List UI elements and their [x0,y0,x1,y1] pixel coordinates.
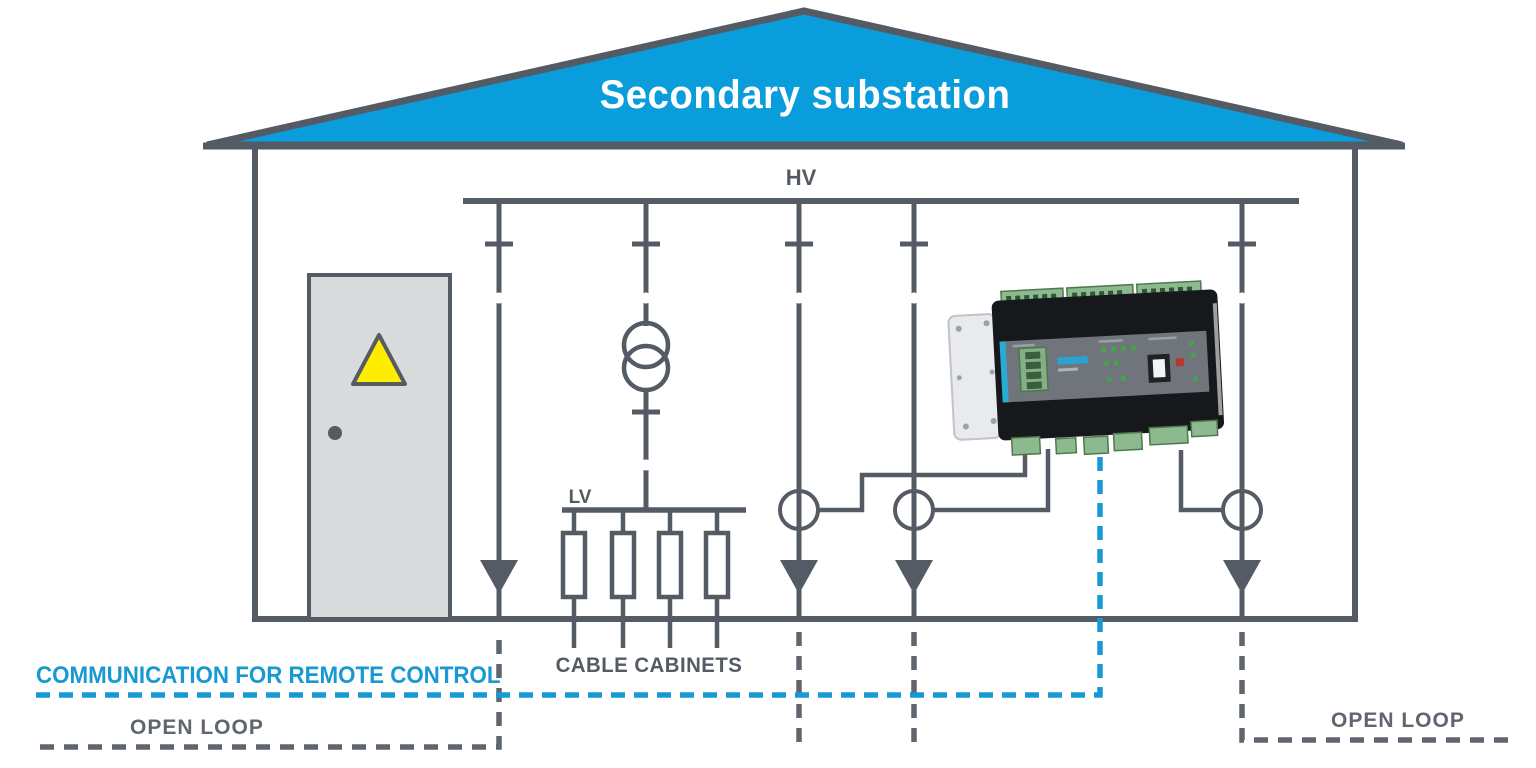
rtu-logo-subtext [1057,367,1079,372]
open-loop-route-right [1239,632,1516,743]
sensor-wires [818,449,1223,513]
feeder-3-junction-dot [793,292,805,304]
rtu-reset-led [1175,357,1185,367]
feeder-4-down-arrow [895,560,933,594]
fuse-3 [656,512,684,648]
transformer-primary-circle [621,320,671,370]
fuse-2 [609,512,637,648]
transformer-icon [621,320,671,393]
feeder-line-1 [480,201,518,617]
diagram-title: Secondary substation [599,73,1011,117]
door-panel [307,273,452,621]
feeder-2-lv-junction-dot [640,459,652,471]
feeder-2-junction-dot [640,292,652,304]
feeder-line-4 [893,201,935,617]
rtu-logo-mark [1057,356,1088,365]
open-loop-label-right: OPEN LOOP [1331,709,1465,732]
feeder-5-down-arrow [1223,560,1261,594]
open-loop-routes [36,632,1516,752]
rtu-panel-text-marks [1012,336,1177,348]
rtu-device [947,280,1225,456]
rtu-led-indicators [1100,340,1198,383]
door-knob [328,426,342,440]
feeder-5-junction-dot [1236,292,1248,304]
door [307,273,452,621]
lv-bus-label: LV [568,487,592,508]
feeder-1-down-arrow [480,560,518,594]
feeder-4-junction-dot [908,292,920,304]
rtu-end-plate-screws [955,320,997,430]
rtu-front-panel [1001,330,1210,403]
fuse-1 [560,512,588,648]
communication-dashed-line [36,441,1103,698]
feeder-line-3 [778,201,820,617]
communication-label: COMMUNICATION FOR REMOTE CONTROL [36,662,501,689]
rtu-bottom-terminals [1010,419,1219,456]
rtu-usb-connector [1152,358,1166,378]
hv-bus-label: HV [785,165,817,190]
feeder-1-junction-dot [493,292,505,304]
sensor-wire-feeder-3 [818,452,1028,513]
open-loop-route-left [36,640,502,750]
rtu-teal-stripe [999,341,1009,403]
feeder-line-2-transformer [621,201,671,510]
sensor-wire-feeder-5 [1178,450,1223,513]
open-loop-label-left: OPEN LOOP [130,716,264,739]
cable-cabinets-label: CABLE CABINETS [555,654,743,677]
fuse-4 [703,512,731,648]
rtu-front-connector-pins [1025,351,1043,390]
sensor-wire-feeder-4 [933,449,1051,513]
feeder-3-down-arrow [780,560,818,594]
feeder-line-5 [1221,201,1263,617]
warning-triangle-icon [351,333,407,386]
lv-fuse-group [560,512,731,648]
rtu-body-edge-highlight [1212,303,1223,416]
